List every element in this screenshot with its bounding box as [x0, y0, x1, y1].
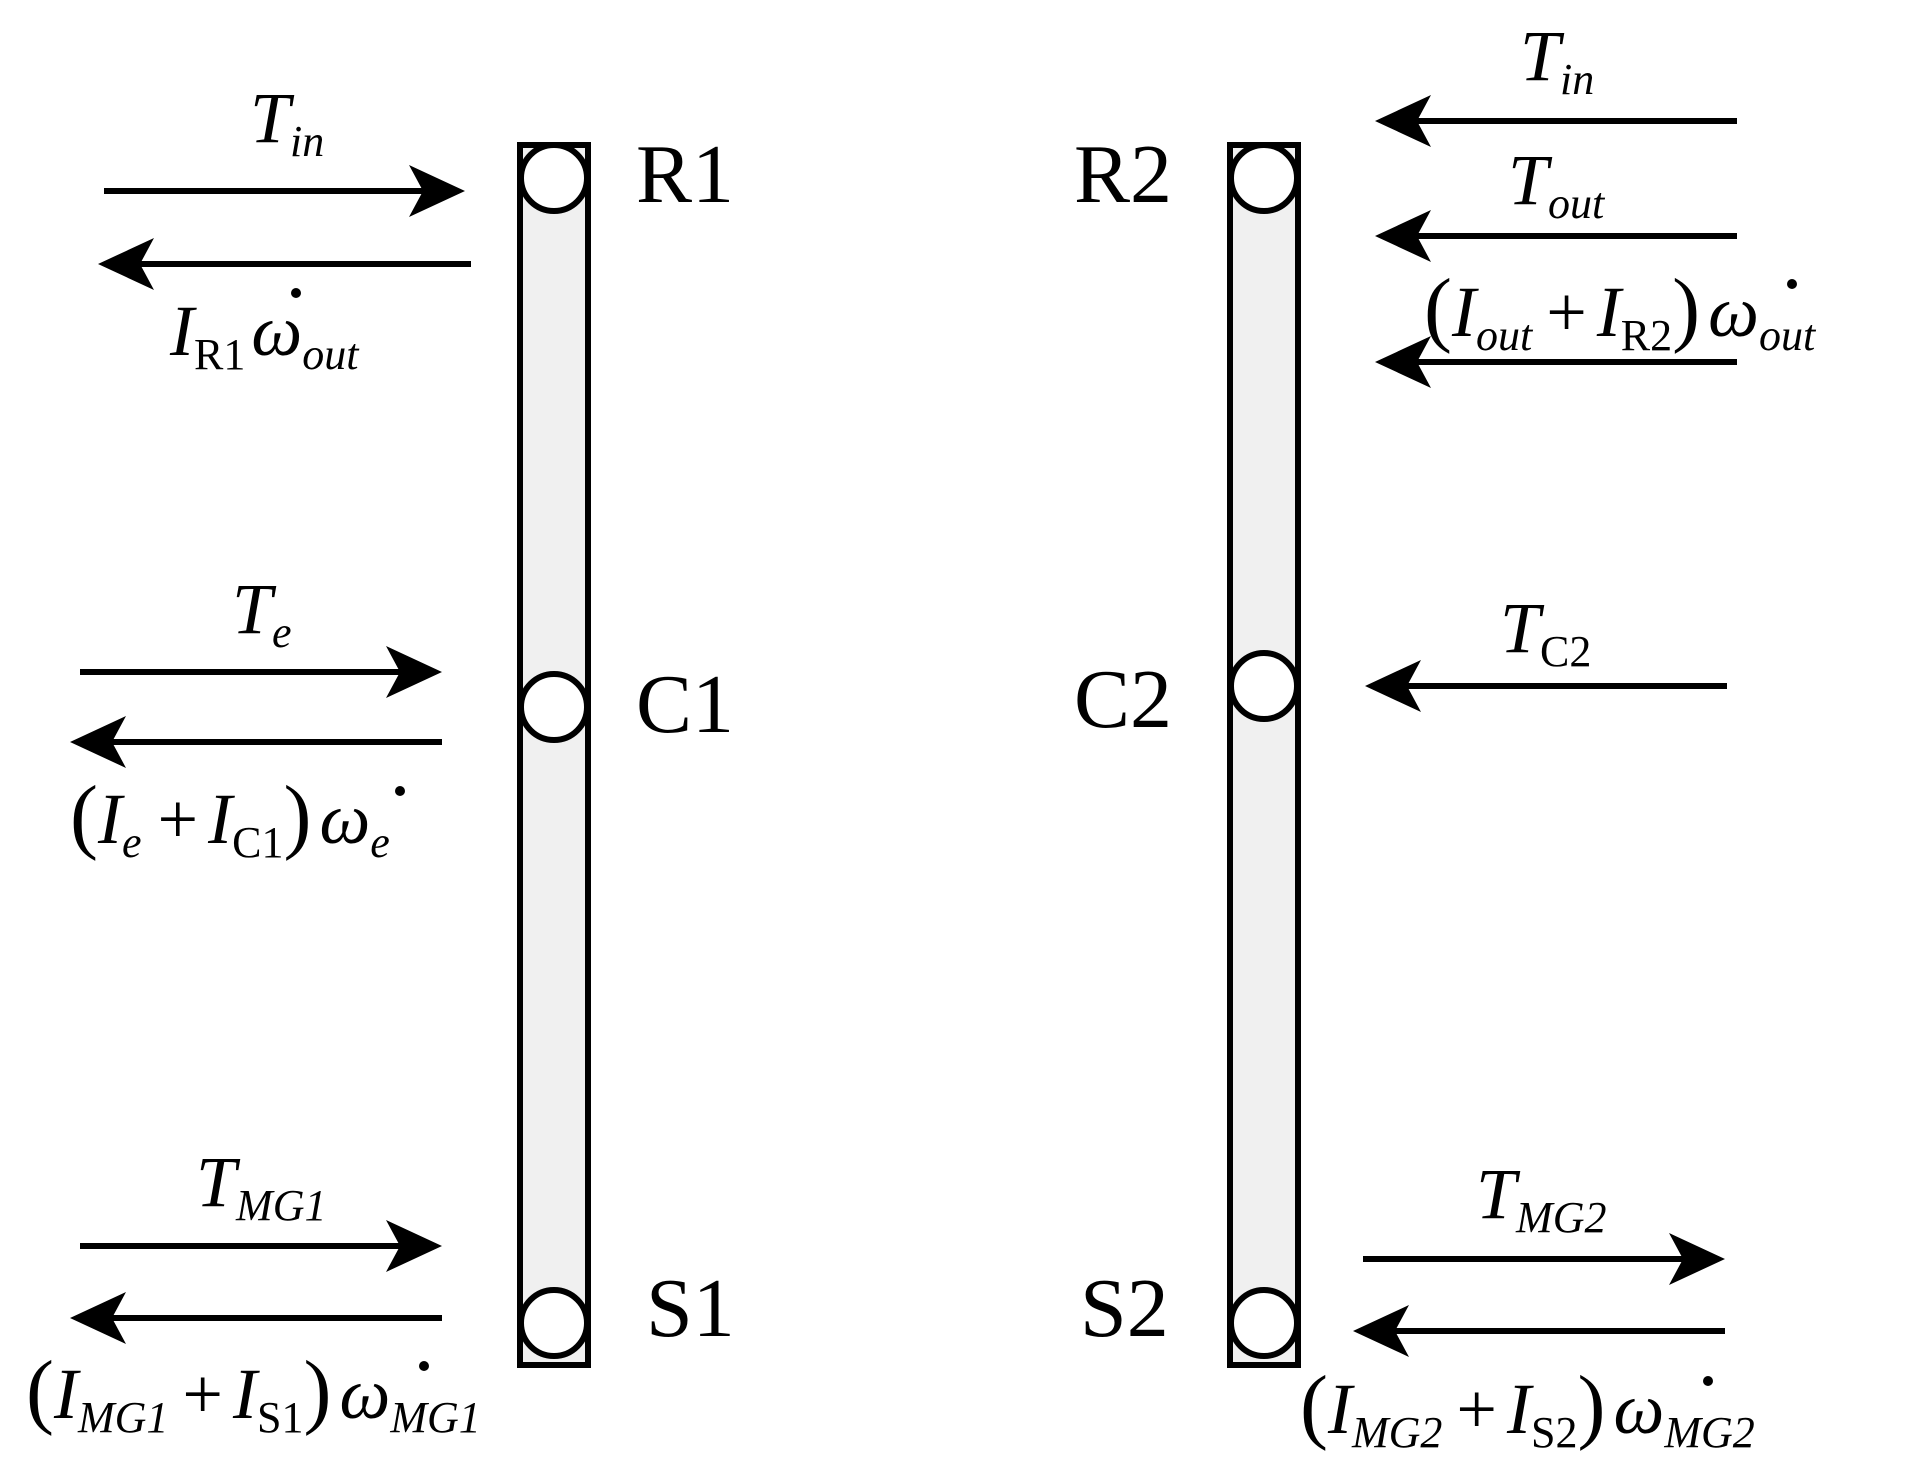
- arrow-ie-ic1-head: [70, 716, 126, 768]
- label-te: Te: [232, 569, 292, 657]
- arrow-ie-ic1: [70, 716, 442, 768]
- derivative-dots: [291, 279, 1797, 1386]
- arrow-img1-is1: [70, 1292, 442, 1344]
- label-c1: C1: [636, 658, 734, 751]
- arrow-img2-is2-head: [1353, 1305, 1409, 1357]
- arrow-tin-right: [1375, 95, 1737, 147]
- label-img2-is2: (IMG2+IS2)ωMG2: [1300, 1359, 1755, 1457]
- label-tmg1: TMG1: [196, 1142, 326, 1230]
- arrow-tmg2-head: [1669, 1233, 1725, 1285]
- label-tout: Tout: [1508, 140, 1606, 228]
- label-ir1-inertia: IR1ωout: [169, 291, 360, 379]
- arrow-img1-is1-head: [70, 1292, 126, 1344]
- dot-w-ir1: [291, 288, 301, 298]
- label-tc2: TC2: [1500, 588, 1591, 676]
- dot-w-img1: [419, 1361, 429, 1371]
- dot-w-img2: [1703, 1376, 1713, 1386]
- dot-w-ie: [395, 786, 405, 796]
- label-tin-left: Tin: [250, 78, 324, 166]
- arrow-tin-left-head: [409, 165, 465, 217]
- label-s1: S1: [646, 1262, 735, 1355]
- arrow-tin-right-head: [1375, 95, 1431, 147]
- label-s2: S2: [1080, 1262, 1169, 1355]
- node-c2: [1228, 650, 1300, 722]
- arrow-tout: [1375, 210, 1737, 262]
- label-r2: R2: [1074, 128, 1172, 221]
- node-r2: [1228, 142, 1300, 214]
- arrow-te: [80, 646, 442, 698]
- arrow-iout-ir2-head: [1375, 336, 1431, 388]
- arrow-tin-left: [104, 165, 465, 217]
- dot-w-iout: [1787, 279, 1797, 289]
- arrow-ir1-inertia: [98, 238, 471, 290]
- arrow-tmg2: [1363, 1233, 1725, 1285]
- label-tmg2: TMG2: [1476, 1154, 1606, 1242]
- lever-bar-left: [517, 142, 591, 1368]
- node-s1: [518, 1287, 590, 1359]
- label-r1: R1: [636, 128, 734, 221]
- force-arrows: [70, 95, 1737, 1357]
- arrow-tc2: [1365, 660, 1727, 712]
- arrow-te-head: [386, 646, 442, 698]
- node-c1: [518, 671, 590, 743]
- arrow-tmg1: [80, 1220, 442, 1272]
- arrow-img2-is2: [1353, 1305, 1725, 1357]
- arrow-tmg1-head: [386, 1220, 442, 1272]
- arrow-iout-ir2: [1375, 336, 1737, 388]
- label-iout-ir2: (Iout+IR2)ωout: [1424, 262, 1817, 360]
- node-r1: [518, 142, 590, 214]
- label-c2: C2: [1074, 653, 1172, 746]
- label-ie-ic1: (Ie+IC1)ωe: [70, 769, 390, 867]
- lever-bar-right: [1227, 142, 1301, 1368]
- node-s2: [1228, 1287, 1300, 1359]
- arrow-tout-head: [1375, 210, 1431, 262]
- label-img1-is1: (IMG1+IS1)ωMG1: [26, 1344, 481, 1442]
- arrow-tc2-head: [1365, 660, 1421, 712]
- arrow-ir1-inertia-head: [98, 238, 154, 290]
- label-tin-right: Tin: [1520, 16, 1594, 104]
